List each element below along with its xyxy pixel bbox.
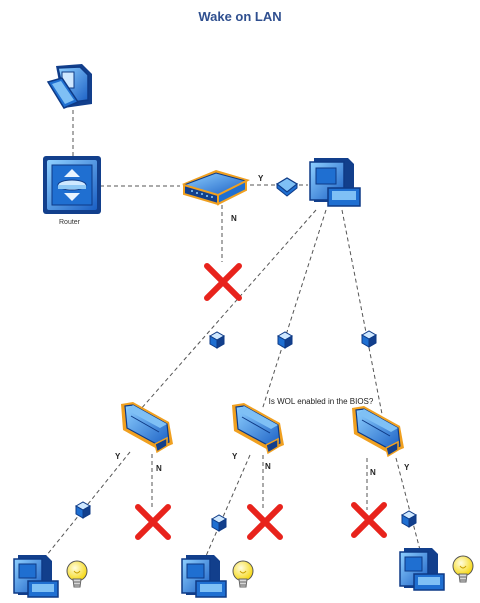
router-label: Router bbox=[59, 219, 81, 226]
light-bulb-icon bbox=[232, 560, 254, 588]
network-card-icon bbox=[232, 403, 284, 455]
packet-icon bbox=[276, 331, 294, 349]
wol-question-label: Is WOL enabled in the BIOS? bbox=[268, 397, 374, 406]
no-label-nic1: N bbox=[156, 464, 162, 473]
line-computer-nic2 bbox=[261, 209, 327, 411]
network-cards bbox=[121, 402, 404, 458]
x-mark-icon bbox=[247, 504, 283, 540]
line-computer-nic1 bbox=[139, 209, 317, 411]
computer-icon bbox=[399, 548, 445, 591]
computer-icon bbox=[309, 158, 361, 207]
yes-label-nic1: Y bbox=[115, 452, 121, 461]
x-mark-icon bbox=[204, 263, 242, 301]
packet-icon bbox=[360, 330, 378, 348]
light-bulb-icon bbox=[452, 555, 474, 583]
line-nic2-yes bbox=[205, 454, 251, 557]
yes-label-nic2: Y bbox=[232, 452, 238, 461]
line-nic3-yes bbox=[395, 457, 421, 551]
bottom-computers bbox=[13, 548, 445, 598]
yes-label-nic3: Y bbox=[404, 463, 410, 472]
network-card-icon bbox=[121, 402, 173, 454]
envelope-icon bbox=[275, 177, 299, 197]
yes-label-switch: Y bbox=[258, 174, 264, 183]
light-bulbs bbox=[66, 555, 474, 588]
x-mark-icon bbox=[351, 502, 387, 538]
packet-icon bbox=[74, 501, 92, 519]
network-card-icon bbox=[352, 406, 404, 458]
router-icon bbox=[43, 156, 101, 214]
switch-icon bbox=[182, 170, 250, 206]
packet-icon bbox=[400, 510, 418, 528]
line-nic1-yes bbox=[45, 451, 131, 557]
x-mark-icon bbox=[135, 504, 171, 540]
packet-icon bbox=[208, 331, 226, 349]
no-label-switch: N bbox=[231, 214, 237, 223]
diagram-title: Wake on LAN bbox=[198, 9, 282, 24]
line-computer-nic3 bbox=[341, 209, 383, 415]
no-label-nic3: N bbox=[370, 468, 376, 477]
folder-icon bbox=[46, 64, 92, 109]
connector-lines bbox=[45, 110, 421, 557]
computer-icon bbox=[181, 555, 227, 598]
light-bulb-icon bbox=[66, 560, 88, 588]
computer-icon bbox=[13, 555, 59, 598]
packet-icon bbox=[210, 514, 228, 532]
packets bbox=[74, 330, 418, 532]
no-label-nic2: N bbox=[265, 462, 271, 471]
